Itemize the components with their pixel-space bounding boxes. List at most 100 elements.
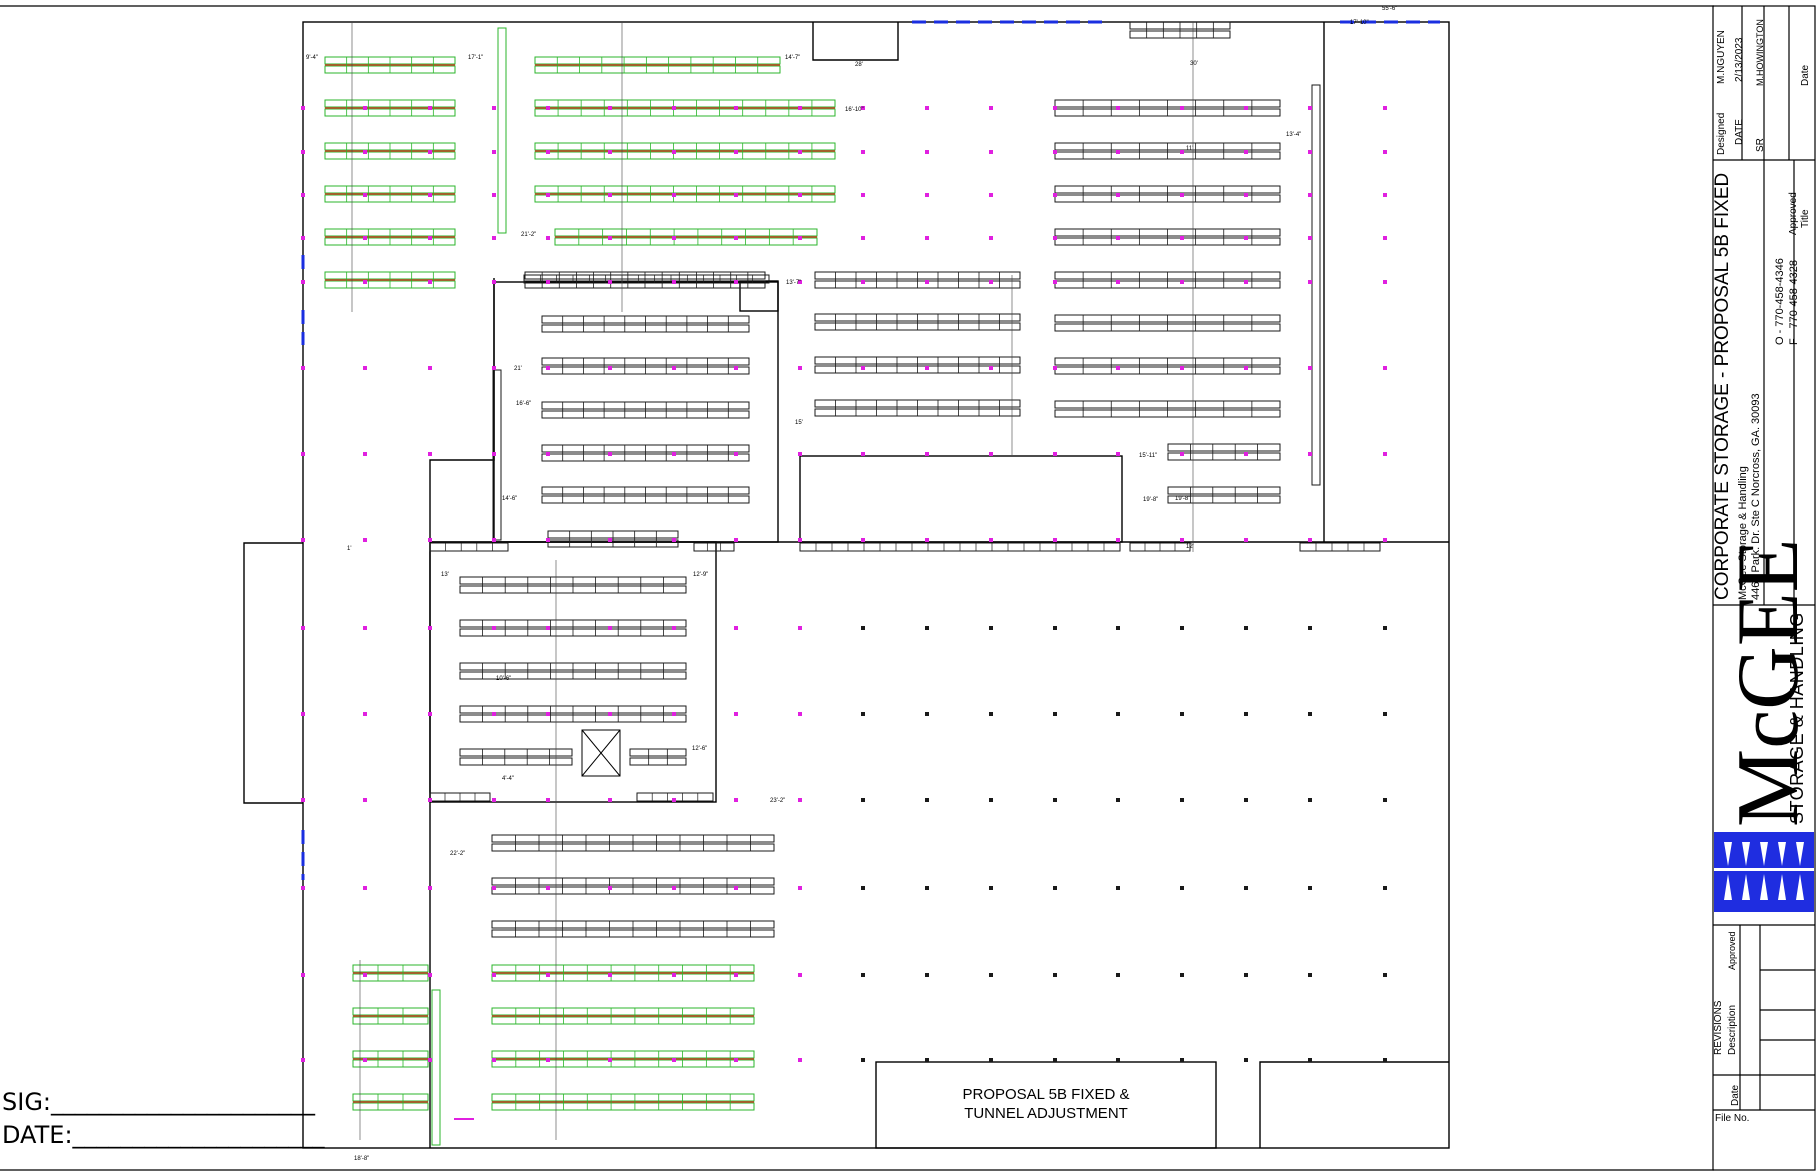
column-marker (861, 1058, 865, 1062)
column-marker (428, 1058, 432, 1062)
rack-row (1167, 443, 1281, 461)
column-marker (1116, 150, 1120, 154)
single-rack-run (429, 792, 491, 802)
column-marker (734, 452, 738, 456)
column-marker (492, 626, 496, 630)
column-marker (1053, 1058, 1057, 1062)
column-marker (492, 886, 496, 890)
date-value: 2/13/2023 (1734, 37, 1745, 83)
column-marker (546, 106, 550, 110)
column-marker (734, 236, 738, 240)
rack-row (1054, 228, 1281, 246)
column-marker (1244, 973, 1248, 977)
column-marker (1180, 886, 1184, 890)
column-marker (1116, 193, 1120, 197)
column-marker (363, 973, 367, 977)
column-marker (1244, 236, 1248, 240)
column-marker (1244, 886, 1248, 890)
column-marker (1053, 538, 1057, 542)
column-marker (672, 538, 676, 542)
column-marker (1308, 452, 1312, 456)
column-marker (925, 712, 929, 716)
shaft-box (581, 729, 621, 777)
single-rack-run (693, 542, 735, 552)
dimension-label: 12'-9" (693, 572, 708, 578)
column-marker (546, 193, 550, 197)
column-marker (861, 106, 865, 110)
date-small-label: Date (1800, 64, 1811, 86)
column-marker (672, 626, 676, 630)
column-marker (798, 973, 802, 977)
column-marker (546, 452, 550, 456)
single-rack-run (1299, 542, 1381, 552)
signature-date-line[interactable]: DATE:_____________________ (2, 1121, 325, 1149)
column-marker (1308, 150, 1312, 154)
logo-graphic (1714, 832, 1814, 912)
rack-row (324, 99, 456, 117)
rev-date-label: Date (1730, 1084, 1741, 1106)
column-marker (672, 973, 676, 977)
column-marker (301, 973, 305, 977)
column-marker (301, 1058, 305, 1062)
column-marker (1244, 366, 1248, 370)
column-marker (925, 150, 929, 154)
dimension-label: 10'-6" (496, 676, 511, 682)
column-marker (492, 712, 496, 716)
column-marker (1308, 538, 1312, 542)
rev-description-label: Description (1727, 1004, 1738, 1055)
column-marker (363, 712, 367, 716)
column-marker (1053, 712, 1057, 716)
column-marker (608, 236, 612, 240)
column-marker (798, 452, 802, 456)
sr-value: M.HOWINGTON (1755, 19, 1765, 86)
column-marker (1308, 366, 1312, 370)
sr-label: SR (1755, 138, 1766, 152)
column-marker (925, 366, 929, 370)
designed-by: M.NGUYEN (1716, 30, 1727, 84)
rack-row (352, 1007, 429, 1025)
single-rack-run (429, 542, 509, 552)
vertical-rack (431, 989, 441, 1146)
rack-row (1167, 486, 1281, 504)
single-rack-run (799, 542, 1121, 552)
dimension-label: 9'-4" (306, 55, 318, 61)
dimension-label: 14'-7" (785, 55, 800, 61)
column-marker (1180, 150, 1184, 154)
column-marker (1053, 106, 1057, 110)
phone-number: O - 770-458-4346 (1774, 258, 1786, 345)
dimension-label: 1' (347, 546, 351, 552)
column-marker (492, 193, 496, 197)
column-marker (734, 973, 738, 977)
dimension-label: 22'-2" (450, 851, 465, 857)
signature-line[interactable]: SIG:______________________ (2, 1088, 315, 1116)
column-marker (608, 626, 612, 630)
column-marker (1244, 106, 1248, 110)
column-marker (363, 452, 367, 456)
column-marker (1244, 150, 1248, 154)
rack-row (1054, 142, 1281, 160)
column-marker (1383, 538, 1387, 542)
rack-row (1054, 400, 1281, 418)
rack-row (491, 1050, 755, 1068)
column-marker (1244, 798, 1248, 802)
column-marker (672, 150, 676, 154)
rack-row (459, 619, 687, 637)
column-marker (1116, 886, 1120, 890)
rack-rows (324, 21, 1381, 1146)
column-marker (1383, 106, 1387, 110)
designed-label: Designed (1716, 112, 1727, 155)
column-marker (1116, 366, 1120, 370)
column-marker (861, 973, 865, 977)
column-marker (1116, 106, 1120, 110)
rack-row (459, 662, 687, 680)
column-marker (734, 1058, 738, 1062)
column-marker (608, 106, 612, 110)
column-marker (1308, 798, 1312, 802)
column-marker (1383, 150, 1387, 154)
column-marker (1308, 106, 1312, 110)
column-marker (363, 1058, 367, 1062)
column-marker (672, 236, 676, 240)
column-marker (861, 452, 865, 456)
column-marker (1308, 886, 1312, 890)
column-marker (363, 280, 367, 284)
